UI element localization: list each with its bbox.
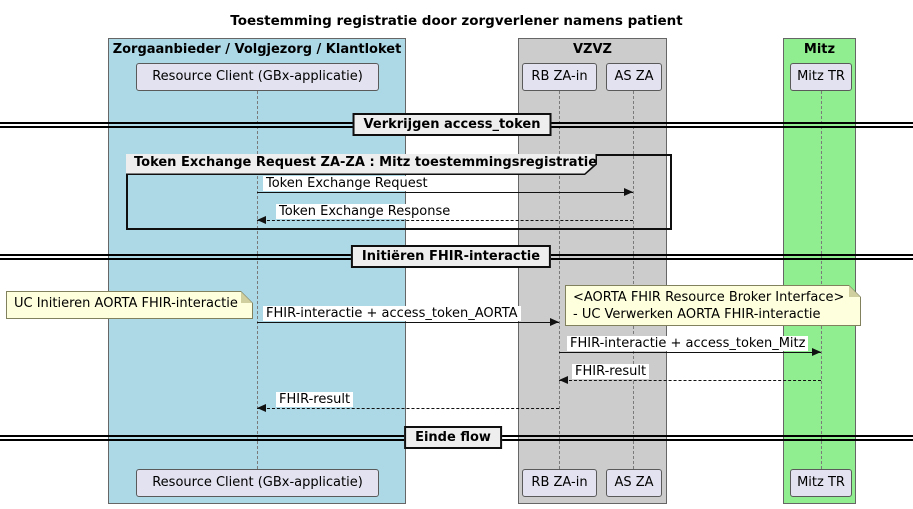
message-line-fhir-result-mitz [559,380,821,381]
box-mitz: Mitz [783,38,856,504]
divider-einde-flow: Einde flow [404,426,502,449]
arrowhead-left-icon [257,404,266,412]
note-fill [7,292,252,318]
lifeline-resource-client [257,91,258,469]
lifeline-as-za [633,91,634,469]
note-aorta-fhir-broker-text: <AORTA FHIR Resource Broker Interface> -… [565,285,861,327]
participant-rb-za-in-top: RB ZA-in [522,63,597,91]
group-header: Token Exchange Request ZA-ZA : Mitz toes… [126,154,597,175]
box-zorgaanbieder-label: Zorgaanbieder / Volgjezorg / Klantloket [112,42,402,57]
arrowhead-left-icon [257,216,266,224]
message-label-fhir-result-rc: FHIR-result [276,392,354,407]
divider-initieren-fhir-interactie: Initiëren FHIR-interactie [350,245,552,268]
arrowhead-left-icon [559,376,568,384]
divider-verkrijgen-access-token: Verkrijgen access_token [352,113,552,136]
group-header-label: Token Exchange Request ZA-ZA : Mitz toes… [126,154,596,174]
arrowhead-right-icon [812,348,821,356]
arrowhead-right-icon [550,318,559,326]
participant-as-za-top: AS ZA [606,63,662,91]
message-line-fhir-result-rc [257,408,559,409]
message-label-fhir-interactie-mitz: FHIR-interactie + access_token_Mitz [567,336,809,351]
message-line-token-exchange-response [257,220,633,221]
note-fold-icon [849,286,860,297]
message-label-token-exchange-response: Token Exchange Response [276,204,454,219]
box-vzvz-label: VZVZ [573,42,612,57]
message-label-fhir-interactie-aorta: FHIR-interactie + access_token_AORTA [263,306,521,321]
lifeline-rb-za-in [559,91,560,469]
note-uc-initieren: UC Initieren AORTA FHIR-interactie [6,291,253,319]
message-line-fhir-interactie-aorta [257,322,559,323]
note-fold-icon [241,292,252,303]
arrowhead-right-icon [624,188,633,196]
participant-mitz-tr-bottom: Mitz TR [790,469,852,497]
lifeline-mitz-tr [821,91,822,469]
participant-rb-za-in-bottom: RB ZA-in [522,469,597,497]
participant-resource-client-top: Resource Client (GBx-applicatie) [136,63,379,91]
group-token-exchange: Token Exchange Request ZA-ZA : Mitz toes… [126,154,672,230]
note-uc-initieren-text: UC Initieren AORTA FHIR-interactie [14,296,238,311]
note-aorta-fhir-broker: <AORTA FHIR Resource Broker Interface> -… [565,285,861,326]
message-label-token-exchange-request: Token Exchange Request [263,176,431,191]
box-mitz-label: Mitz [803,42,836,57]
note-line-2: - UC Verwerken AORTA FHIR-interactie [573,307,821,322]
participant-mitz-tr-top: Mitz TR [790,63,852,91]
message-line-fhir-interactie-mitz [559,352,821,353]
diagram-title: Toestemming registratie door zorgverlene… [230,13,683,29]
participant-resource-client-bottom: Resource Client (GBx-applicatie) [136,469,379,497]
message-line-token-exchange-request [257,192,633,193]
participant-as-za-bottom: AS ZA [606,469,662,497]
message-label-fhir-result-mitz: FHIR-result [572,364,650,379]
note-line-1: <AORTA FHIR Resource Broker Interface> [573,290,845,305]
note-fill [566,286,860,325]
